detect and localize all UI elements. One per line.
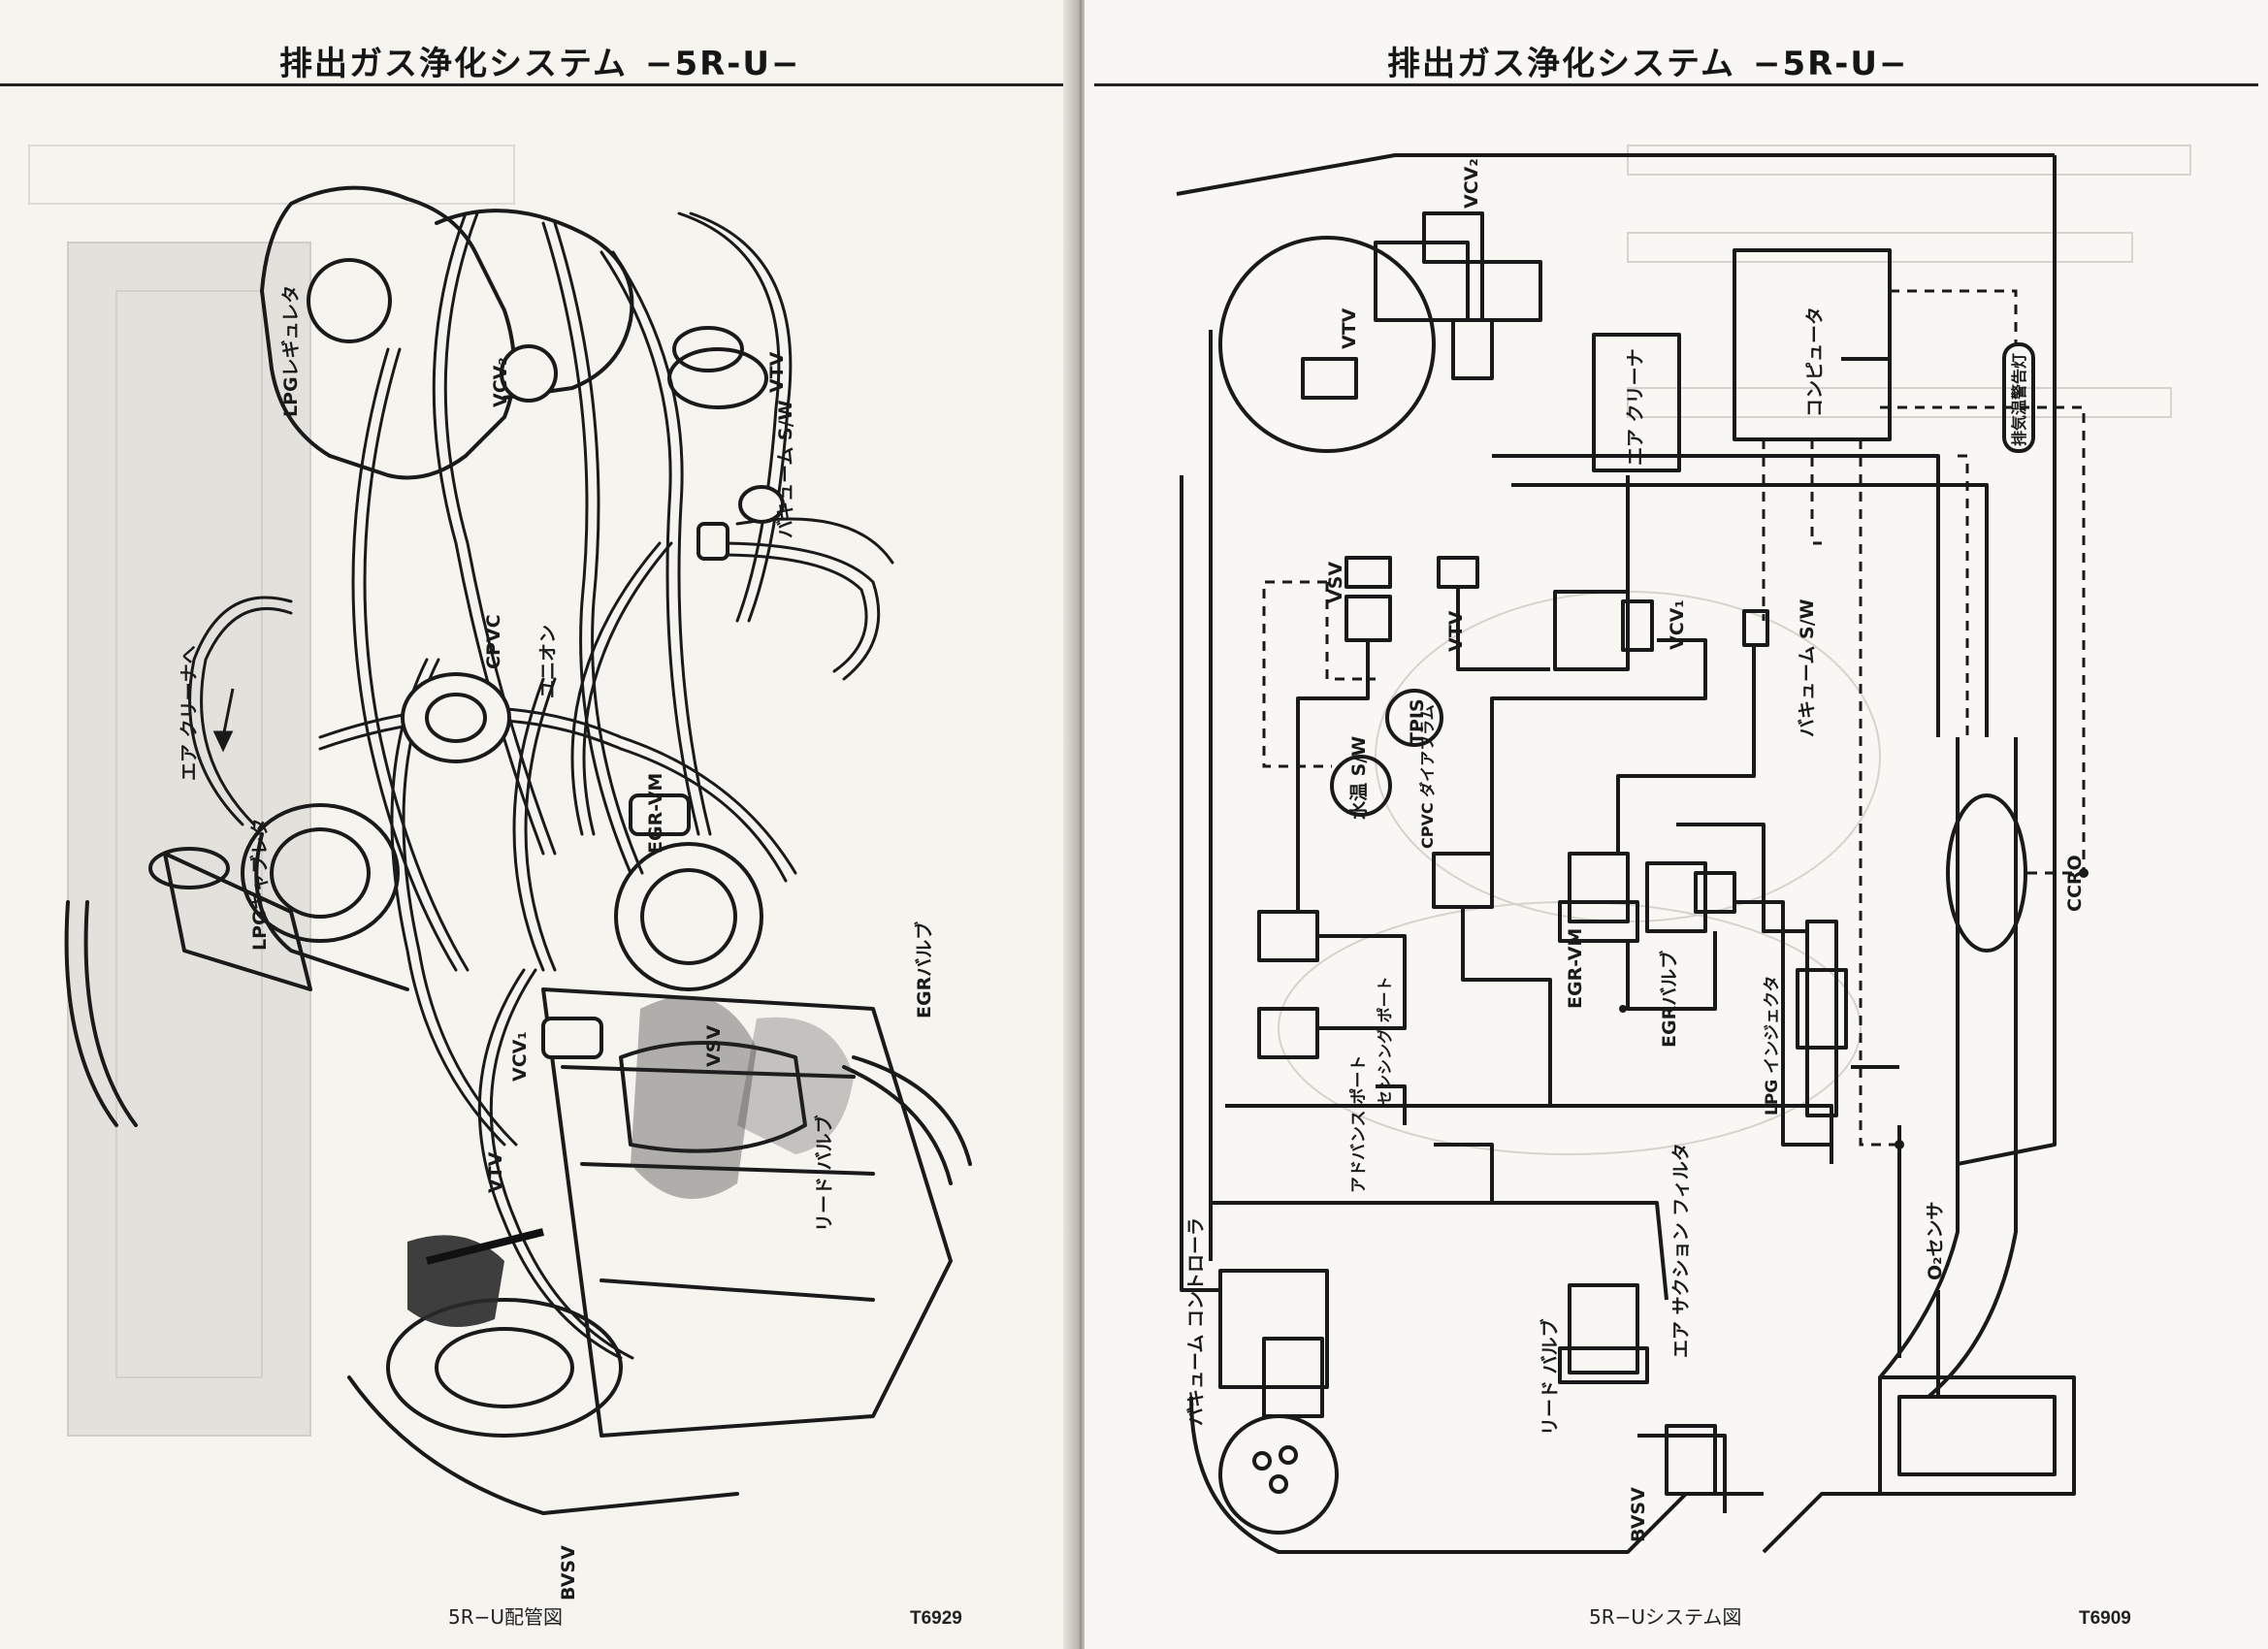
label-bvsv: BVSV — [1628, 1487, 1649, 1542]
label-reed-valve: リード バルブ — [814, 1115, 835, 1232]
system-diagram — [1176, 145, 2191, 1554]
label-vtv-lower: VTV — [485, 1151, 506, 1193]
label-o2-sensor: O₂センサ — [1925, 1201, 1946, 1280]
label-lpg-injector: LPG インジェクタ — [1763, 975, 1782, 1116]
label-vcv2: VCV₂ — [1461, 158, 1482, 209]
label-vtv-top: VTV — [1339, 307, 1360, 349]
label-air-suction-filter: エア サクション フィルタ — [1670, 1143, 1692, 1358]
label-reed-valve: リード バルブ — [1539, 1318, 1561, 1436]
label-lpg-carburetor: LPGキャブレタ — [249, 818, 271, 951]
piping-illustration — [28, 145, 972, 1515]
label-sensing-port: センシング ポート — [1376, 976, 1394, 1106]
left-header-sub: −5R-U− — [644, 45, 801, 83]
left-header-title: 排出ガス浄化システム — [279, 45, 628, 83]
label-union: ユニオン — [537, 624, 559, 698]
right-header-sub: −5R-U− — [1752, 45, 1909, 83]
right-header-title: 排出ガス浄化システム — [1387, 45, 1735, 83]
left-header-rule — [0, 83, 1067, 86]
label-vacuum-controller: バキューム コントローラ — [1185, 1216, 1207, 1426]
label-vsv: VSV — [1325, 561, 1346, 603]
left-page-header: 排出ガス浄化システム −5R-U− — [279, 37, 801, 84]
label-bvsv: BVSV — [558, 1545, 579, 1600]
left-figure-caption: 5R−U配管図 — [448, 1605, 564, 1629]
label-vtv-mid: VTV — [1445, 610, 1467, 652]
label-egr-vm: EGR-VM — [645, 772, 666, 854]
label-lpg-regulator: LPGレギュレタ — [280, 284, 302, 417]
label-computer: コンピュータ — [1804, 306, 1826, 417]
label-cpvc: CPVC — [483, 614, 504, 669]
label-vcv1: VCV₁ — [1667, 599, 1688, 650]
label-water-temp-sw: 水温 S/W — [1348, 735, 1370, 820]
label-vacuum-sw: バキューム S/W — [1797, 598, 1818, 737]
label-cc-ro: CCRO — [2064, 855, 2086, 912]
left-page: 排出ガス浄化システム −5R-U− — [0, 0, 1077, 1649]
label-vtv: VTV — [766, 351, 788, 393]
label-air-cleaner: エア クリーナへ — [178, 645, 200, 781]
label-egr-vm: EGR-VM — [1565, 927, 1586, 1009]
right-figure-number: T6909 — [2079, 1608, 2131, 1629]
left-figure-number: T6929 — [910, 1608, 962, 1629]
label-egr-valve: EGRバルブ — [914, 921, 935, 1018]
label-air-cleaner: エア クリーナ — [1625, 348, 1646, 466]
right-page-header: 排出ガス浄化システム −5R-U− — [1387, 37, 1909, 84]
label-vsv: VSV — [703, 1024, 725, 1067]
right-header-rule — [1094, 83, 2258, 86]
right-figure-caption: 5R−Uシステム図 — [1589, 1605, 1742, 1629]
label-vcv2: VCV₂ — [490, 357, 511, 407]
label-vacuum-sw: バキューム S/W — [775, 400, 796, 538]
label-advance-port: アドバンス ポート — [1349, 1054, 1369, 1193]
label-exhaust-temp-lamp: 排気温警告灯 — [2010, 352, 2028, 446]
right-page: 排出ガス浄化システム −5R-U− — [1085, 0, 2268, 1649]
label-egr-valve: EGRバルブ — [1659, 950, 1680, 1048]
label-vcv1: VCV₁ — [509, 1031, 531, 1082]
label-cpvc-diaphragm: CPVC ダイアフラム — [1418, 704, 1437, 849]
